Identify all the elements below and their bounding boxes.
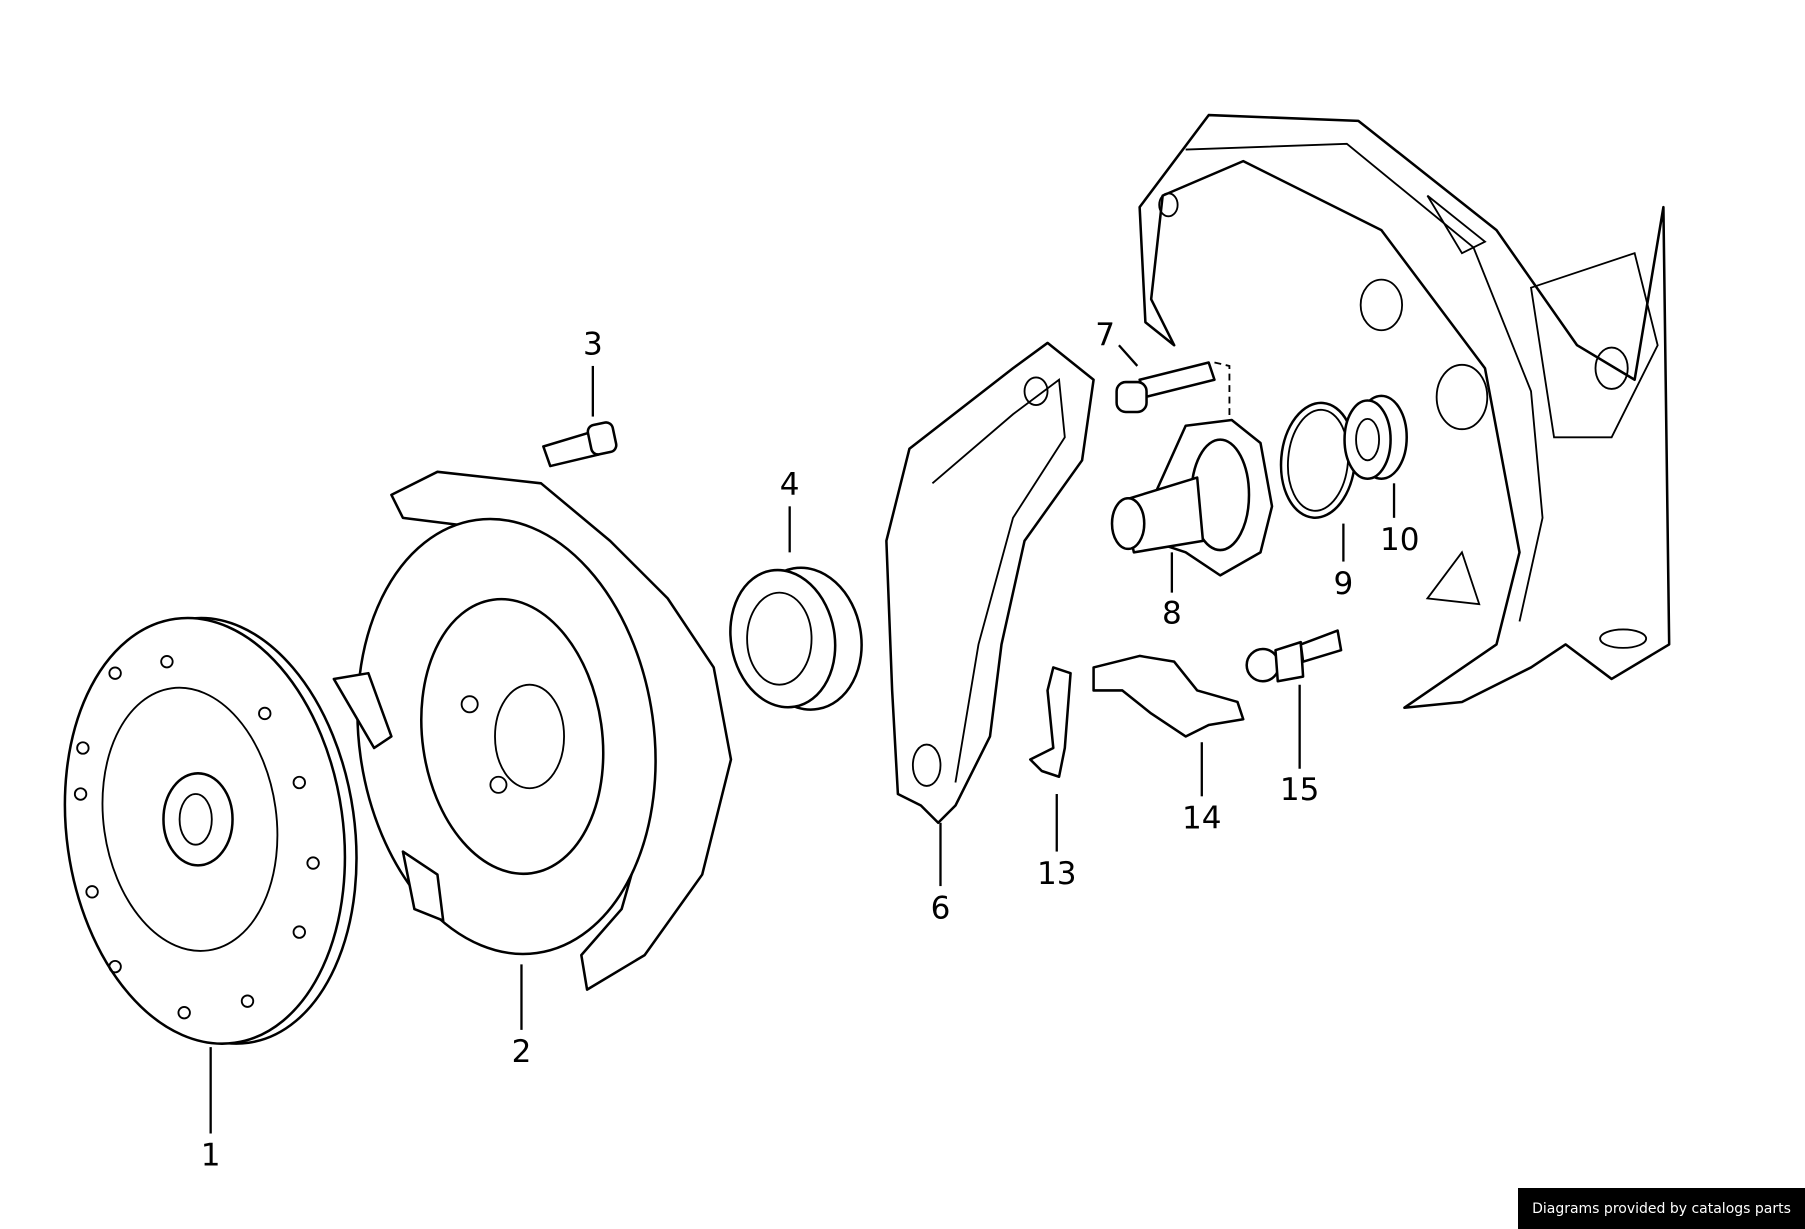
guide-bolt bbox=[1115, 361, 1231, 426]
callout-1: 1 bbox=[201, 1138, 221, 1174]
spring-clip bbox=[1029, 666, 1072, 779]
guide-sleeve bbox=[1110, 418, 1274, 577]
retaining-spring bbox=[1092, 654, 1245, 738]
diagram-credit-badge: Diagrams provided by catalogs parts bbox=[1518, 1188, 1805, 1229]
callout-8: 8 bbox=[1162, 596, 1182, 632]
release-lever bbox=[885, 341, 1095, 825]
callout-3: 3 bbox=[583, 326, 603, 362]
callout-2: 2 bbox=[512, 1034, 532, 1070]
stud-bolt bbox=[1245, 629, 1343, 683]
clutch-disc bbox=[63, 616, 358, 1045]
transmission-housing bbox=[1138, 113, 1671, 709]
pressure-plate bbox=[332, 470, 733, 991]
callout-6: 7 bbox=[1095, 317, 1115, 353]
bolt bbox=[542, 421, 618, 468]
callout-4: 4 bbox=[780, 467, 800, 503]
callout-7: 13 bbox=[1037, 856, 1077, 892]
callout-15: 10 bbox=[1380, 522, 1420, 558]
callout-10: 6 bbox=[931, 890, 951, 926]
release-bearing bbox=[729, 566, 863, 711]
callout-9: 15 bbox=[1280, 772, 1320, 808]
callout-13: 14 bbox=[1182, 801, 1222, 837]
callout-14: 9 bbox=[1334, 566, 1354, 602]
oil-seal bbox=[1343, 394, 1408, 480]
